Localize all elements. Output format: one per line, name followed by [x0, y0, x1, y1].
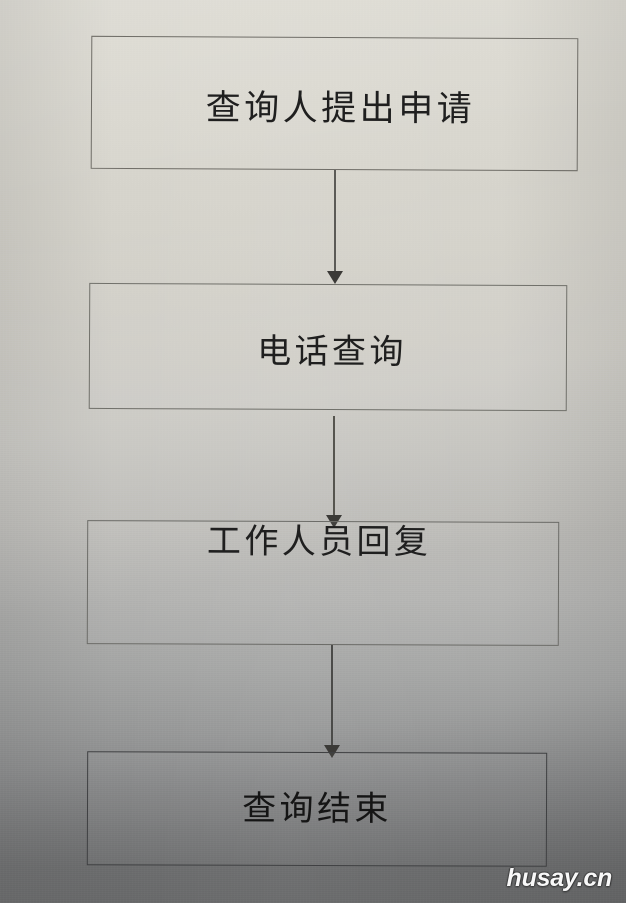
site-watermark: husay.cn: [506, 864, 613, 892]
flow-node-label: 查询人提出申请: [205, 88, 476, 129]
flow-node-step-1: 查询人提出申请: [90, 35, 579, 172]
flow-node-label: 查询结束: [242, 790, 392, 828]
flow-node-label: 电话查询: [257, 333, 407, 371]
flow-node-step-4: 查询结束: [86, 751, 548, 867]
flow-node-label: 工作人员回复: [206, 523, 432, 562]
flow-node-step-3: 工作人员回复: [86, 520, 560, 646]
flow-node-step-2: 电话查询: [88, 282, 568, 412]
